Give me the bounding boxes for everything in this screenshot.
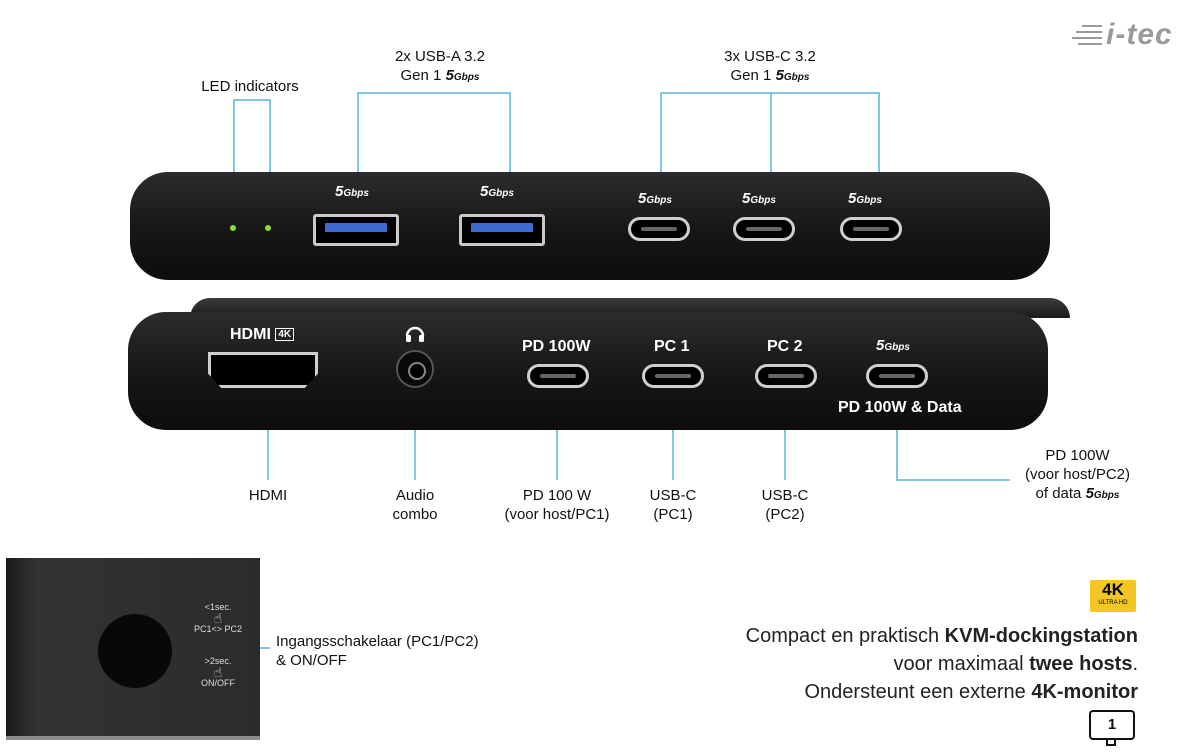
usb-c-port-2 (733, 217, 795, 241)
label-pc1-2: (PC1) (653, 506, 693, 523)
label-pc2-2: (PC2) (765, 506, 805, 523)
feature-text: Compact en praktisch KVM-dockingstation … (640, 622, 1138, 706)
long-press-time: >2sec. (204, 656, 232, 666)
label-audio-2: combo (392, 506, 438, 523)
switch-caption: Ingangsschakelaar (PC1/PC2) & ON/OFF (276, 632, 536, 670)
label-data: PD 100W (voor host/PC2) of data 5Gbps (1005, 446, 1150, 504)
feature-line-2: voor maximaal twee hosts. (893, 653, 1138, 675)
long-press-action: ON/OFF (201, 678, 235, 688)
usb-c-port-1 (628, 217, 690, 241)
label-data-3: of data 5Gbps (1035, 485, 1120, 502)
press-icon: ☝ (213, 664, 223, 680)
speed-badge: 5Gbps (445, 67, 480, 84)
feature-line-3: Ondersteunt een externe 4K-monitor (804, 681, 1139, 703)
usbc-callout-line2: Gen 1 5Gbps (695, 66, 845, 86)
power-switch-button (98, 614, 172, 688)
pc2-port-label: PC 2 (767, 338, 803, 355)
speed-badge: 5Gbps (638, 190, 672, 207)
pd-port (527, 364, 589, 388)
label-audio: Audio combo (375, 486, 455, 524)
usbc-callout: 3x USB-C 3.2 Gen 1 5Gbps (695, 47, 845, 86)
long-press-info: >2sec. ☝ ON/OFF (190, 656, 246, 689)
label-pc1: USB-C (PC1) (633, 486, 713, 524)
label-pc1-1: USB-C (649, 487, 697, 504)
usbc-gen: Gen 1 (730, 67, 772, 84)
data-port (866, 364, 928, 388)
short-press-time: <1sec. (204, 602, 232, 612)
speed-badge: 5Gbps (876, 337, 910, 354)
short-press-action: PC1<> PC2 (193, 624, 243, 634)
rear-panel: HDMI 4K PD 100W PC 1 PC 2 5Gbps PD 100W … (128, 312, 1048, 430)
label-pd-2: (voor host/PC1) (504, 506, 610, 523)
speed-badge: 5Gbps (742, 190, 776, 207)
usba-callout-line1: 2x USB-A 3.2 (394, 48, 486, 65)
switch-caption-1: Ingangsschakelaar (PC1/PC2) (276, 633, 479, 650)
headphone-icon (404, 322, 426, 349)
badge-sub: ULTRA HD (1098, 600, 1128, 606)
label-pd: PD 100 W (voor host/PC1) (487, 486, 627, 524)
pd-port-label: PD 100W (522, 338, 591, 355)
label-pd-1: PD 100 W (522, 487, 592, 504)
led-callout: LED indicators (201, 78, 299, 95)
led-1 (230, 225, 236, 231)
speed-badge: 5Gbps (775, 67, 810, 84)
pc1-port (642, 364, 704, 388)
pc1-port-label: PC 1 (654, 338, 690, 355)
monitor-stand (1106, 740, 1116, 746)
4k-ultra-hd-badge: 4K ULTRA HD (1090, 580, 1136, 612)
4k-badge: 4K (275, 328, 295, 342)
brand-logo: i-tec (1072, 12, 1194, 56)
label-data-1: PD 100W (1045, 447, 1110, 464)
logo-text: i-tec (1106, 18, 1173, 51)
usba-gen: Gen 1 (400, 67, 442, 84)
speed-badge: 5Gbps (335, 183, 369, 200)
label-pc2-1: USB-C (761, 487, 809, 504)
audio-jack (396, 350, 434, 388)
switch-inset: <1sec. ☝ PC1<> PC2 >2sec. ☝ ON/OFF (6, 558, 260, 740)
usb-c-port-3 (840, 217, 902, 241)
label-data-2: (voor host/PC2) (1024, 466, 1131, 483)
usba-callout-line2: Gen 1 5Gbps (365, 66, 515, 86)
pc2-port (755, 364, 817, 388)
usbc-callout-line1: 3x USB-C 3.2 (724, 48, 816, 65)
speed-badge: 5Gbps (848, 190, 882, 207)
logo-lines-icon (1072, 25, 1102, 45)
label-pc2: USB-C (PC2) (745, 486, 825, 524)
speed-badge: 5Gbps (480, 183, 514, 200)
usba-callout: 2x USB-A 3.2 Gen 1 5Gbps (365, 47, 515, 86)
hdmi-port-label: HDMI 4K (230, 326, 295, 344)
switch-caption-2: & ON/OFF (276, 652, 347, 669)
feature-line-1: Compact en praktisch KVM-dockingstation (745, 625, 1138, 647)
hdmi-port (208, 352, 318, 388)
monitor-icon: 1 (1089, 710, 1135, 740)
short-press-info: <1sec. ☝ PC1<> PC2 (190, 602, 246, 635)
badge-main: 4K (1102, 580, 1124, 599)
monitor-count: 1 (1107, 716, 1117, 733)
label-audio-1: Audio (395, 487, 435, 504)
front-panel: 5Gbps 5Gbps 5Gbps 5Gbps 5Gbps (130, 172, 1050, 280)
press-icon: ☝ (213, 610, 223, 626)
usb-a-port-2 (459, 214, 545, 246)
label-hdmi: HDMI (248, 487, 288, 504)
speed-badge: 5Gbps (1085, 485, 1120, 502)
data-port-label: PD 100W & Data (838, 399, 962, 416)
led-2 (265, 225, 271, 231)
usb-a-port-1 (313, 214, 399, 246)
